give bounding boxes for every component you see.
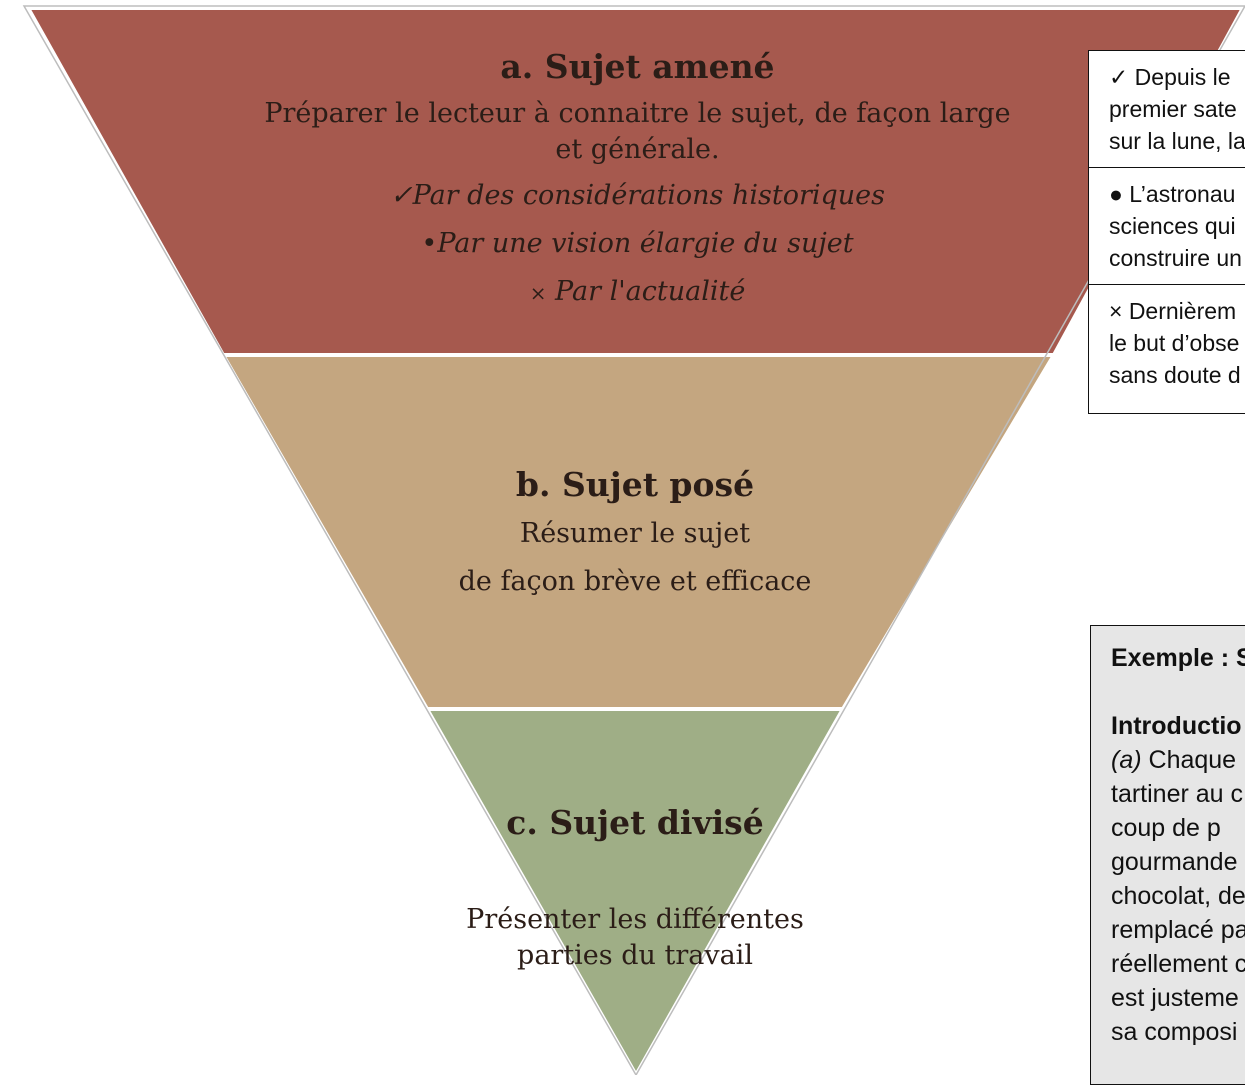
example-title: Exemple : S — [1111, 644, 1245, 672]
row-line: sciences qui — [1109, 213, 1236, 239]
level-a-desc-line2: et générale. — [555, 134, 720, 165]
example-line: est justeme — [1111, 984, 1239, 1012]
example-subtitle: Introductio — [1111, 712, 1242, 740]
example-line: gourmande — [1111, 848, 1238, 876]
row-line: sans doute d — [1109, 362, 1241, 388]
example-first-line: (a) Chaque — [1111, 743, 1245, 777]
level-b-text: b. Sujet posé Résumer le sujet de façon … — [335, 460, 935, 606]
row-line: ✓ Depuis le — [1109, 64, 1231, 90]
cross-icon: × — [529, 281, 547, 305]
example-line: sa composi — [1111, 1018, 1238, 1046]
example-line: remplacé pa — [1111, 916, 1245, 944]
row-line: × Dernièrem — [1109, 298, 1237, 324]
example-line: coup de p — [1111, 814, 1221, 842]
level-c-desc-line2: parties du travail — [517, 940, 753, 971]
row-line: ● L’astronau — [1109, 181, 1236, 207]
bullet-icon: • — [421, 228, 438, 259]
level-a-item-text: Par des considérations historiques — [412, 180, 885, 211]
example-line: chocolat, de — [1111, 882, 1245, 910]
example-line: réellement c — [1111, 950, 1245, 978]
example-line: tartiner au c — [1111, 780, 1244, 808]
level-b-desc-line2: de façon brève et efficace — [458, 566, 812, 597]
level-a-text: a. Sujet amené Préparer le lecteur à con… — [200, 42, 1075, 317]
level-a-item: ✓Par des considérations historiques — [200, 172, 1075, 220]
level-a-item: •Par une vision élargie du sujet — [200, 220, 1075, 268]
row-line: construire un — [1109, 245, 1242, 271]
example-row-actualite: × Dernièrem le but d’obse sans doute d — [1089, 285, 1245, 401]
example-row-vision: ● L’astronau sciences qui construire un — [1089, 168, 1245, 285]
level-a-desc-line1: Préparer le lecteur à connaitre le sujet… — [264, 98, 1011, 129]
row-line: sur la lune, la — [1109, 128, 1245, 154]
level-b-heading: b. Sujet posé — [515, 465, 755, 504]
level-c-heading: c. Sujet divisé — [506, 803, 764, 842]
example-row-historical: ✓ Depuis le premier sate sur la lune, la — [1089, 51, 1245, 168]
level-c-text: c. Sujet divisé Présenter les différente… — [435, 798, 835, 974]
example-marker: (a) — [1111, 746, 1142, 774]
funnel-outline — [22, 5, 1245, 1075]
level-a-item-text: Par une vision élargie du sujet — [437, 228, 854, 259]
check-icon: ✓ — [390, 180, 413, 211]
level-c-desc-line1: Présenter les différentes — [466, 904, 804, 935]
level-b-desc-line1: Résumer le sujet — [519, 518, 751, 549]
level-a-item: × Par l'actualité — [200, 268, 1075, 317]
example-text: Chaque — [1141, 746, 1237, 774]
example-box: Exemple : S Introductio (a) Chaque tarti… — [1090, 625, 1245, 1085]
row-line: le but d’obse — [1109, 330, 1240, 356]
row-line: premier sate — [1109, 96, 1237, 122]
level-a-heading: a. Sujet amené — [500, 47, 775, 86]
level-a-item-text: Par l'actualité — [555, 276, 746, 307]
examples-box: ✓ Depuis le premier sate sur la lune, la… — [1088, 50, 1245, 414]
